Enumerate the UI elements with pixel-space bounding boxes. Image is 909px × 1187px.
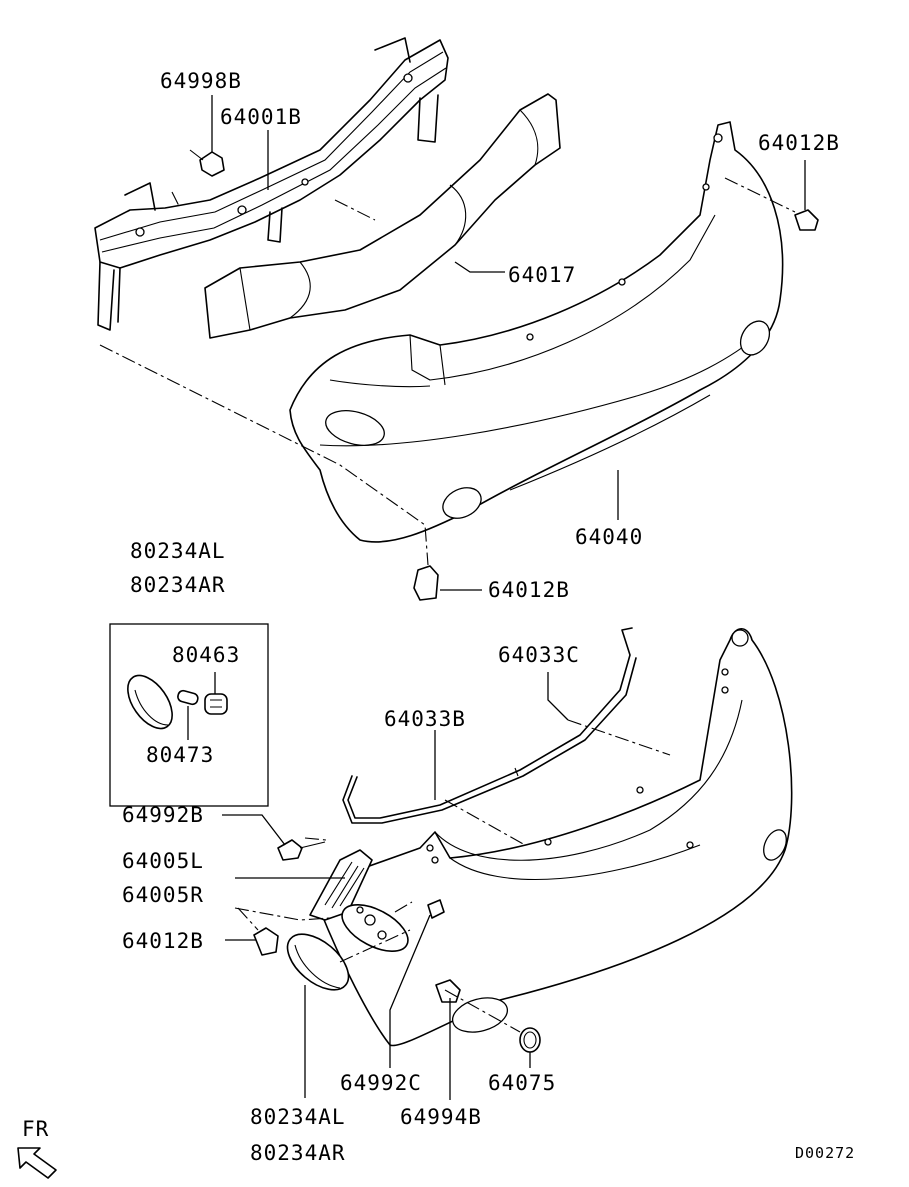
label-64012b-low: 64012B <box>122 929 204 953</box>
lamp-housing-drawing <box>341 904 409 952</box>
leader-lines <box>187 95 806 1100</box>
label-64005r: 64005R <box>122 883 204 907</box>
label-80234al-box: 80234AL <box>130 539 226 563</box>
label-80463: 80463 <box>172 643 240 667</box>
bumper-face-drawing <box>289 121 784 543</box>
bolt-64998b-drawing <box>189 149 225 177</box>
screw-64992b-drawing <box>277 839 303 861</box>
label-64992b: 64992B <box>122 803 204 827</box>
guide-line <box>334 199 376 221</box>
energy-absorber-drawing <box>204 93 561 339</box>
front-arrow-icon <box>17 1147 57 1179</box>
marker-lamp-lens-drawing <box>127 674 173 730</box>
bumper-face-rear-view-drawing <box>319 627 793 1047</box>
label-64017: 64017 <box>508 263 576 287</box>
socket-80463-drawing <box>204 693 228 715</box>
label-64012b-top: 64012B <box>758 131 840 155</box>
clip-64012b-mid-drawing <box>413 565 439 601</box>
label-80234ar-box: 80234AR <box>130 573 226 597</box>
label-64992c: 64992C <box>340 1071 422 1095</box>
lamp-parts-box <box>109 623 269 807</box>
front-marker-label: FR <box>22 1117 49 1141</box>
guide-line <box>444 799 526 846</box>
bumper-reinforcement-drawing <box>94 37 449 331</box>
label-64998b: 64998B <box>160 69 242 93</box>
side-marker-lens-drawing <box>286 933 350 991</box>
label-80234al-bottom: 80234AL <box>250 1105 346 1129</box>
guide-line <box>724 177 796 213</box>
molding-drawing <box>342 627 637 824</box>
label-64005l: 64005L <box>122 849 204 873</box>
clip-64012b-low-drawing <box>253 927 279 956</box>
reflector-drawing <box>309 849 373 921</box>
label-64033b: 64033B <box>384 707 466 731</box>
label-64040: 64040 <box>575 525 643 549</box>
label-64033c: 64033C <box>498 643 580 667</box>
guide-line <box>304 837 327 841</box>
bulb-80473-drawing <box>177 689 199 706</box>
label-64012b-mid: 64012B <box>488 578 570 602</box>
label-80234ar-bottom: 80234AR <box>250 1141 346 1165</box>
guide-line <box>234 907 331 921</box>
guide-line <box>394 901 413 913</box>
nut-64994b-drawing <box>435 979 461 1003</box>
guide-line <box>99 344 429 566</box>
label-64001b: 64001B <box>220 105 302 129</box>
label-80473: 80473 <box>146 743 214 767</box>
clip-64012b-top-drawing <box>794 209 819 231</box>
guide-line <box>339 929 411 963</box>
guide-line <box>567 719 671 756</box>
guide-line <box>171 191 181 209</box>
screw-64992c-drawing <box>427 899 445 919</box>
screw-shaft <box>299 841 326 849</box>
label-64994b: 64994B <box>400 1105 482 1129</box>
label-64075: 64075 <box>488 1071 556 1095</box>
document-code: D00272 <box>795 1144 855 1162</box>
guide-line <box>237 907 259 931</box>
